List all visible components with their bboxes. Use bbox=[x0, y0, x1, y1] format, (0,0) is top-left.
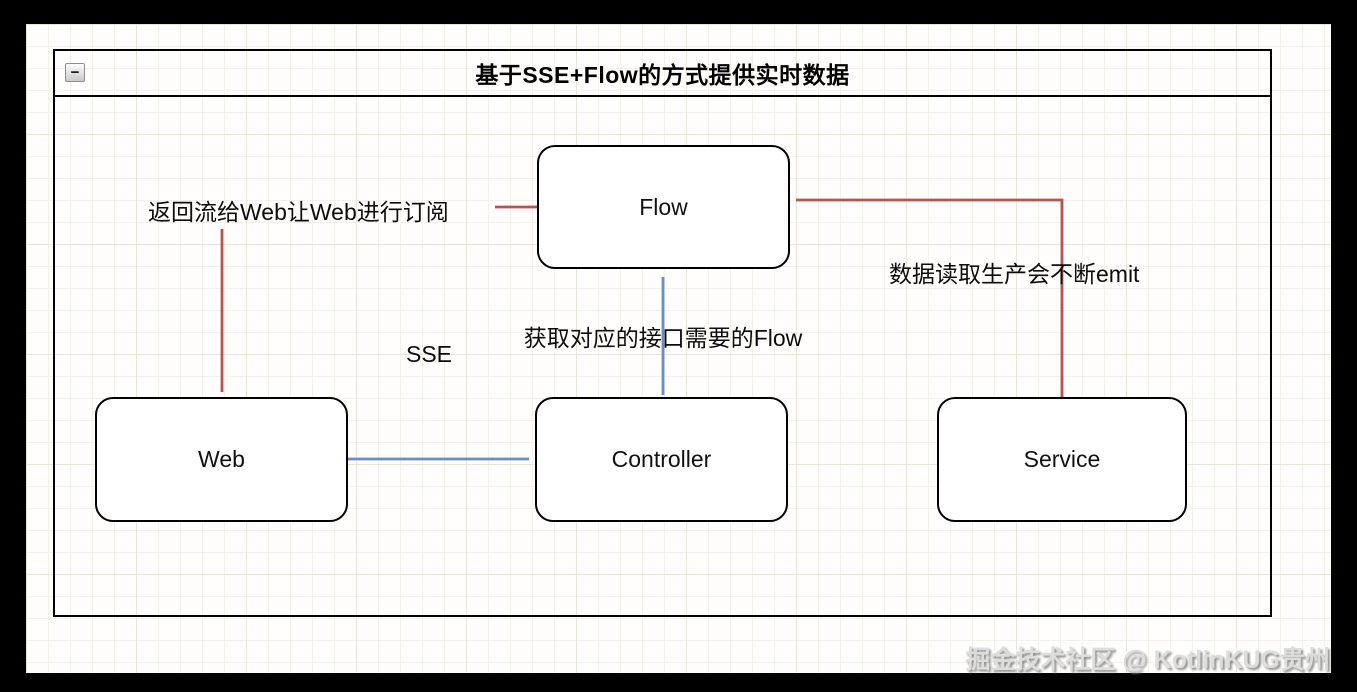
node-flow[interactable]: Flow bbox=[537, 145, 790, 269]
edge-label-sse: SSE bbox=[406, 341, 453, 367]
node-service-label: Service bbox=[1023, 446, 1101, 472]
diagram-canvas bbox=[26, 24, 1331, 673]
edge-label-return-stream: 返回流给Web让Web进行订阅 bbox=[148, 199, 449, 225]
edge-label-emit: 数据读取生产会不断emit bbox=[889, 261, 1140, 287]
node-web-label: Web bbox=[198, 446, 245, 472]
node-web[interactable]: Web bbox=[95, 397, 348, 522]
node-flow-label: Flow bbox=[639, 193, 688, 220]
diagram-titlebar: 基于SSE+Flow的方式提供实时数据 bbox=[55, 51, 1270, 97]
watermark: 掘金技术社区 @ KotlinKUG贵州 bbox=[965, 646, 1330, 674]
collapse-button[interactable]: − bbox=[65, 63, 85, 82]
node-controller-label: Controller bbox=[611, 446, 712, 472]
diagram-title: 基于SSE+Flow的方式提供实时数据 bbox=[475, 62, 850, 88]
diagram-frame: 基于SSE+Flow的方式提供实时数据 − bbox=[53, 49, 1272, 617]
node-service[interactable]: Service bbox=[937, 397, 1187, 522]
edge-label-fetch-flow: 获取对应的接口需要的Flow bbox=[523, 325, 803, 351]
minus-icon: − bbox=[70, 64, 80, 81]
node-controller[interactable]: Controller bbox=[535, 397, 788, 522]
